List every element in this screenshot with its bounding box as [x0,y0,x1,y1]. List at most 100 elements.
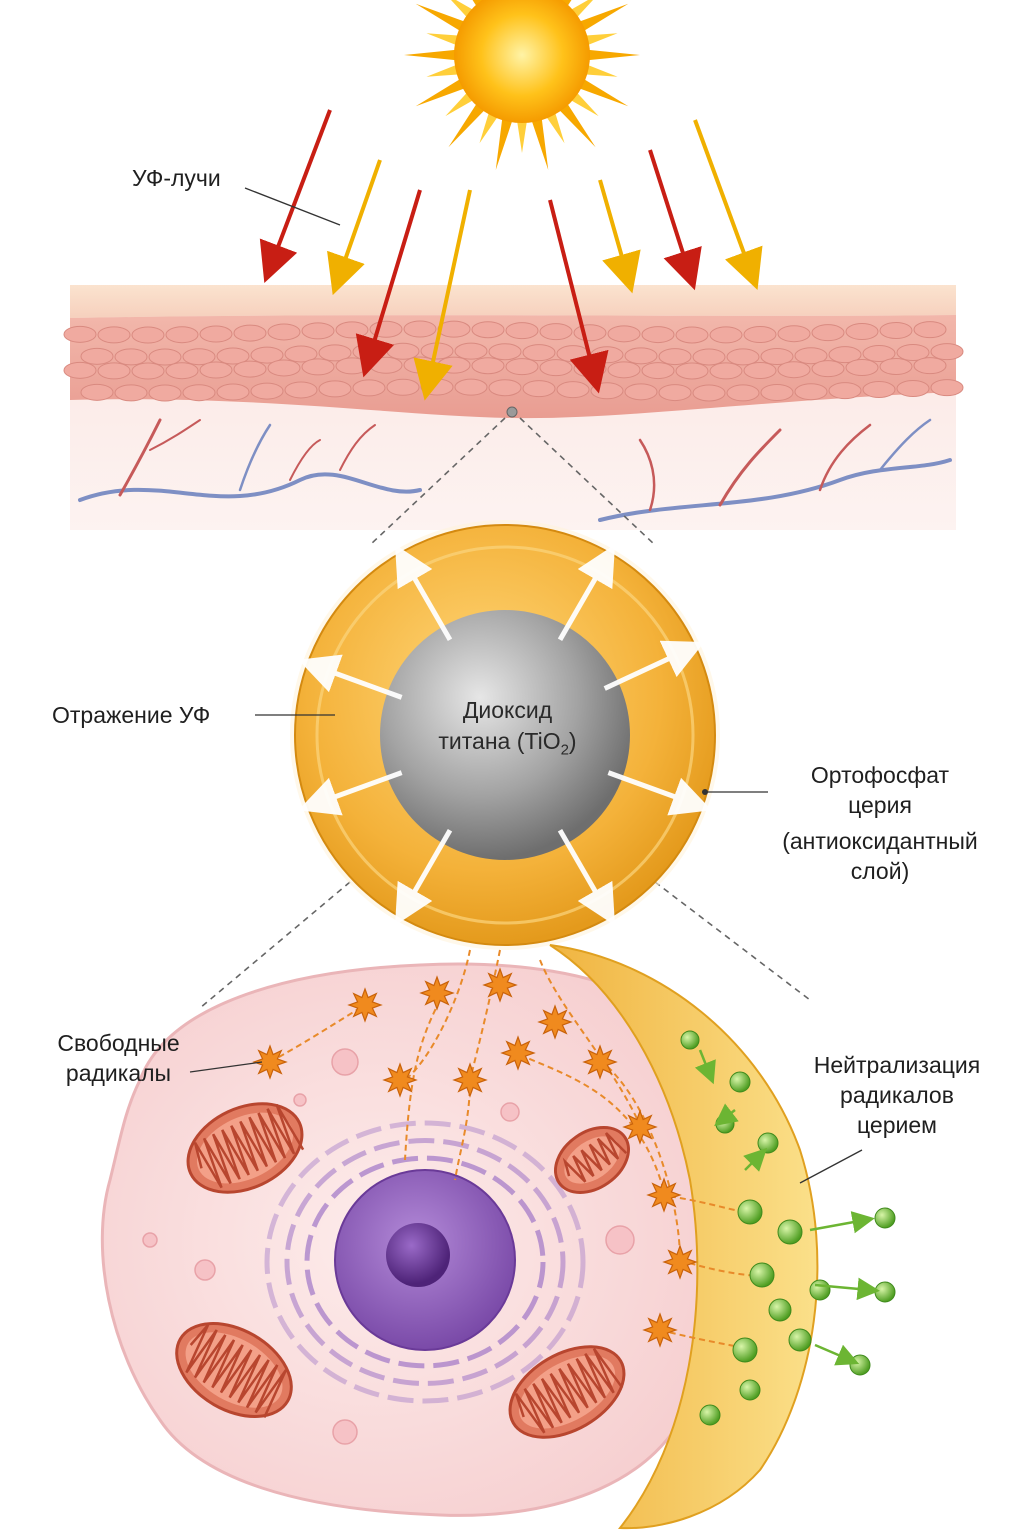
cerium-particle-icon [874,1207,896,1229]
cerium-particle-icon [680,1030,700,1050]
skin-cell [607,361,641,379]
cerium-particle-icon [809,1279,831,1301]
er-ring [304,1155,546,1369]
cell [100,944,896,1530]
skin-cell [318,344,352,362]
skin-cell [709,326,743,344]
sun-ray [575,76,629,107]
sun-ray [415,3,469,34]
uv-rays-label: УФ-лучи [132,163,221,193]
core-formula-subscript: 2 [560,741,569,759]
skin-cell [896,343,930,361]
skin-cell [539,359,573,377]
skin-cell [301,322,335,340]
sun-ray [530,113,549,171]
skin-cell [675,326,709,344]
radical-path [469,949,501,1081]
skin-cell [250,382,284,400]
skin-cell [539,323,573,341]
skin-cell [335,321,369,339]
radical-path [404,999,441,1161]
skin-cell [131,362,165,380]
skin-cell [216,383,250,401]
skin-cell [930,343,964,361]
skin-cell [63,325,97,343]
free-radical-icon [252,1044,288,1080]
sun-ray [404,49,461,61]
vesicle [293,1093,307,1107]
vesicle [331,1048,359,1076]
skin-cell [658,384,692,402]
cerium-particle-icon [777,1219,803,1245]
neutral-label-line3: церием [857,1112,937,1138]
skin-cell [165,326,199,344]
uv-ray-red [355,189,422,378]
uv-ray-yellow [693,119,763,291]
skin-cell [777,361,811,379]
skin-cell [454,378,488,396]
skin-cell [862,345,896,363]
skin-cross-section [63,285,964,530]
shell-label-line2: церия [848,792,912,818]
skin-cell [726,384,760,402]
skin-cell [811,324,845,342]
skin-cell [913,321,947,339]
skin-cell [777,325,811,343]
reflection-arrow [607,770,712,816]
radical-path [539,959,641,1126]
uv-ray-arrows [259,109,763,401]
skin-cell [828,382,862,400]
reflection-arrow [557,544,616,641]
skin-cell [165,362,199,380]
nucleolus [386,1223,450,1287]
sun-ray [556,99,596,148]
free-radical-icon [482,967,518,1003]
free-radical-icon [582,1044,618,1080]
sun-ray [580,33,618,47]
skin-cell [97,326,131,344]
skin-cell [250,346,284,364]
skin-cell [267,323,301,341]
free-radical-icon [662,1244,698,1280]
skin-cell [488,379,522,397]
skin-cell [862,381,896,399]
cerium-particle-icon [737,1199,763,1225]
neutralization-arrow [743,1147,768,1172]
neutralization-arrow [814,1343,860,1366]
skin-cell [369,356,403,374]
skin-cell [352,379,386,397]
skin-cell [794,383,828,401]
skin-cell [386,378,420,396]
free-radical-icon [500,1035,536,1071]
skin-cell [114,384,148,402]
skin-cell [403,320,437,338]
neutralization-arrow [714,1103,739,1127]
skin-cell [794,347,828,365]
reflection-arrow [298,654,403,700]
vesicle [142,1232,158,1248]
core-formula-close: ) [568,728,577,754]
skin-cell [607,325,641,343]
skin-cell [437,356,471,374]
reflection-arrow [298,770,403,816]
skin-cell [114,348,148,366]
skin-cell [63,361,97,379]
nanoparticle [290,520,720,950]
uv-ray-yellow [413,189,472,401]
sun-ray [448,99,488,148]
skin-cell [828,346,862,364]
cerium-particle-icon [729,1071,751,1093]
free-radical-icon [347,987,383,1023]
mitochondrion [508,1345,626,1439]
cerium-particle-icon [849,1354,871,1376]
skin-cell [148,384,182,402]
skin-cell [471,321,505,339]
skin-cell [199,325,233,343]
sun-ray [580,63,618,77]
skin-cell [97,362,131,380]
skin-cell [505,322,539,340]
skin-cell [216,347,250,365]
skin-cell [879,357,913,375]
skin-cell [148,348,182,366]
